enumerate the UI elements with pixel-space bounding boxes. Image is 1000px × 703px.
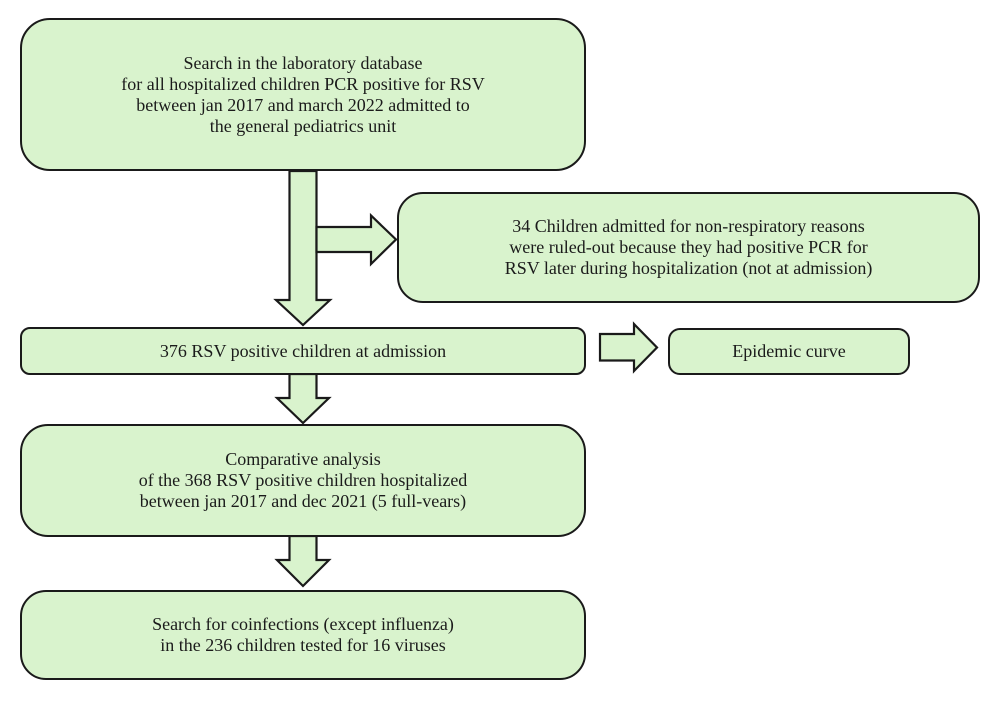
box-rsv-positive: 376 RSV positive children at admission bbox=[20, 327, 586, 375]
box-ruled-out: 34 Children admitted for non-respiratory… bbox=[397, 192, 980, 303]
down-arrow-icon bbox=[274, 372, 332, 425]
box-coinfections: Search for coinfections (except influenz… bbox=[20, 590, 586, 680]
down-arrow-icon bbox=[274, 534, 332, 588]
box-text-line: in the 236 children tested for 16 viruse… bbox=[160, 635, 446, 655]
box-text-line: Epidemic curve bbox=[732, 341, 846, 361]
box-search-database: Search in the laboratory database for al… bbox=[20, 18, 586, 171]
box-text-line: Search for coinfections (except influenz… bbox=[152, 614, 454, 634]
box-text-line: Search in the laboratory database bbox=[183, 52, 423, 73]
box-text-line: 376 RSV positive children at admission bbox=[159, 340, 447, 361]
box-text-line: between jan 2017 and dec 2021 (5 full-ve… bbox=[139, 491, 467, 511]
box-text-line: Comparative analysis bbox=[225, 449, 381, 469]
box-text-line: between jan 2017 and march 2022 admitted… bbox=[136, 94, 470, 115]
box-text-line: were ruled-out because they had positive… bbox=[509, 237, 868, 257]
box-text-line: 34 Children admitted for non-respiratory… bbox=[512, 216, 865, 236]
box-epidemic-curve: Epidemic curve bbox=[668, 328, 910, 375]
right-arrow-icon bbox=[598, 321, 659, 374]
box-comparative-analysis: Comparative analysis of the 368 RSV posi… bbox=[20, 424, 586, 537]
box-text-line: of the 368 RSV positive children hospita… bbox=[138, 470, 468, 490]
right-arrow-icon bbox=[315, 212, 398, 267]
down-arrow-icon bbox=[273, 169, 333, 327]
box-text-line: the general pediatrics unit bbox=[209, 115, 397, 136]
box-text-line: for all hospitalized children PCR positi… bbox=[121, 73, 485, 94]
box-text-line: RSV later during hospitalization (not at… bbox=[504, 258, 873, 278]
